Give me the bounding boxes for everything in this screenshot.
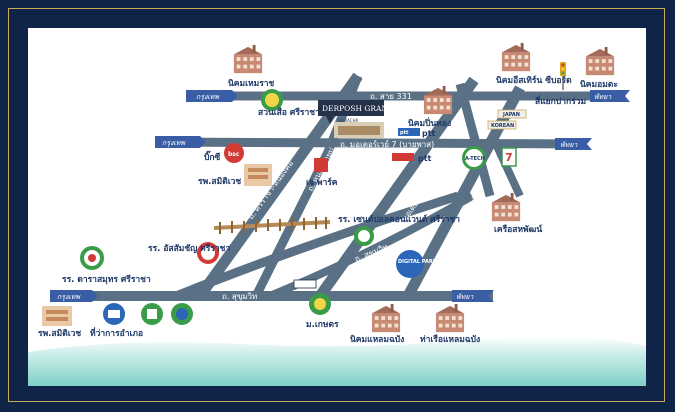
label-eastern-seaboard: นิคมอีสเทิร์น ซีบอร์ด (496, 75, 572, 86)
road-kham-lo (174, 191, 460, 301)
label-pinthong: นิคมปิ่นทอง (408, 116, 451, 129)
road-label-motorway7: ถ. มอเตอร์เวย์ 7 (บายพาส) (340, 139, 434, 149)
ptt-station-icon: ptt ptt (398, 128, 436, 138)
label-korean: KOREAN (491, 123, 514, 129)
label-seven: 7 (505, 151, 513, 164)
sea (28, 336, 646, 386)
dir-pattaya-2: พัทยา (560, 141, 578, 149)
road-motorway7 (154, 137, 588, 149)
dir-pattaya-3: พัทยา (456, 293, 474, 301)
label-japan: JAPAN (502, 112, 520, 118)
label-ku: ม.เกษตร (306, 320, 339, 330)
gold-border (8, 8, 665, 402)
direction-arrows: กรุงเทพ พัทยา กรุงเทพ พัทยา กรุงเทพ พัทย… (50, 90, 630, 302)
label-sam-yaek: สี่แยกปากร่วม (535, 94, 586, 107)
ptt-badge-brand: ptt (400, 130, 409, 136)
label-assumption: รร. อัสสัมชัญ ศรีราชา (148, 243, 230, 254)
label-hemaraj: นิคมเหมราช (228, 78, 275, 89)
traffic-light-icon (560, 62, 566, 90)
digital-park-icon (396, 250, 424, 278)
label-atech: A-TECH (465, 156, 485, 162)
label-laemchabang-estate: นิคมแหลมฉบัง (350, 334, 404, 345)
road-east-connector (492, 142, 524, 198)
tops-sign (293, 279, 317, 289)
seven-eleven-icon (501, 147, 517, 167)
dir-bangkok-2: กรุงเทพ (162, 139, 186, 147)
project-name: DERPOSH GRAND (322, 104, 394, 113)
label-samitivej-1: รพ.สมิติเวช (198, 176, 241, 187)
road-label-331: ถ. สาย 331 (370, 92, 412, 101)
bigc-icon (224, 143, 244, 163)
label-suan-suea: สวนเสือ ศรีราชา (258, 107, 320, 118)
railway (213, 217, 331, 234)
japan-sign (497, 109, 527, 119)
ptt-station-2-icon: ptt (392, 153, 432, 163)
hospital-building-icon (244, 164, 272, 186)
hospital-2-icon (42, 306, 72, 326)
label-samitivej-2: รพ.สมิติเวช (38, 328, 81, 339)
label-laemchabang-port: ท่าเรือแหลมฉบัง (420, 334, 480, 345)
label-stpaul: รร. เซนต์ปอลคอนแวนต์ ศรีราชา (338, 214, 460, 225)
project-sub: SRIRACHA (338, 118, 359, 123)
road-label-sukhumvit: ถ. สุขุมวิท (222, 292, 257, 301)
project-marker: DERPOSH GRAND SRIRACHA (318, 100, 394, 138)
road-north-connector (455, 82, 495, 198)
ptt-label-1: ptt (422, 129, 436, 138)
map-background (28, 28, 646, 386)
dir-bangkok-3: กรุงเทพ (57, 293, 81, 301)
korean-sign (487, 120, 517, 130)
label-jpark: เจ พาร์ค (306, 177, 338, 188)
ptt-label-2: ptt (418, 154, 432, 163)
label-digital-park: DIGITAL PARK (398, 259, 438, 265)
label-darasamutr: รร. ดาราสมุทร ศรีราชา (62, 274, 151, 285)
label-district-office: ที่ว่าการอำเภอ (90, 326, 143, 339)
label-bigc: บิ๊กซี (204, 150, 221, 163)
label-amata: นิคมอมตะ (580, 79, 618, 90)
dir-bangkok-1: กรุงเทพ (196, 93, 220, 101)
label-sahapat: เครือสหพัฒน์ (494, 224, 542, 235)
dir-pattaya-1: พัทยา (594, 93, 612, 101)
jpark-icon (314, 158, 328, 172)
svg-text:bsc: bsc (228, 151, 240, 158)
